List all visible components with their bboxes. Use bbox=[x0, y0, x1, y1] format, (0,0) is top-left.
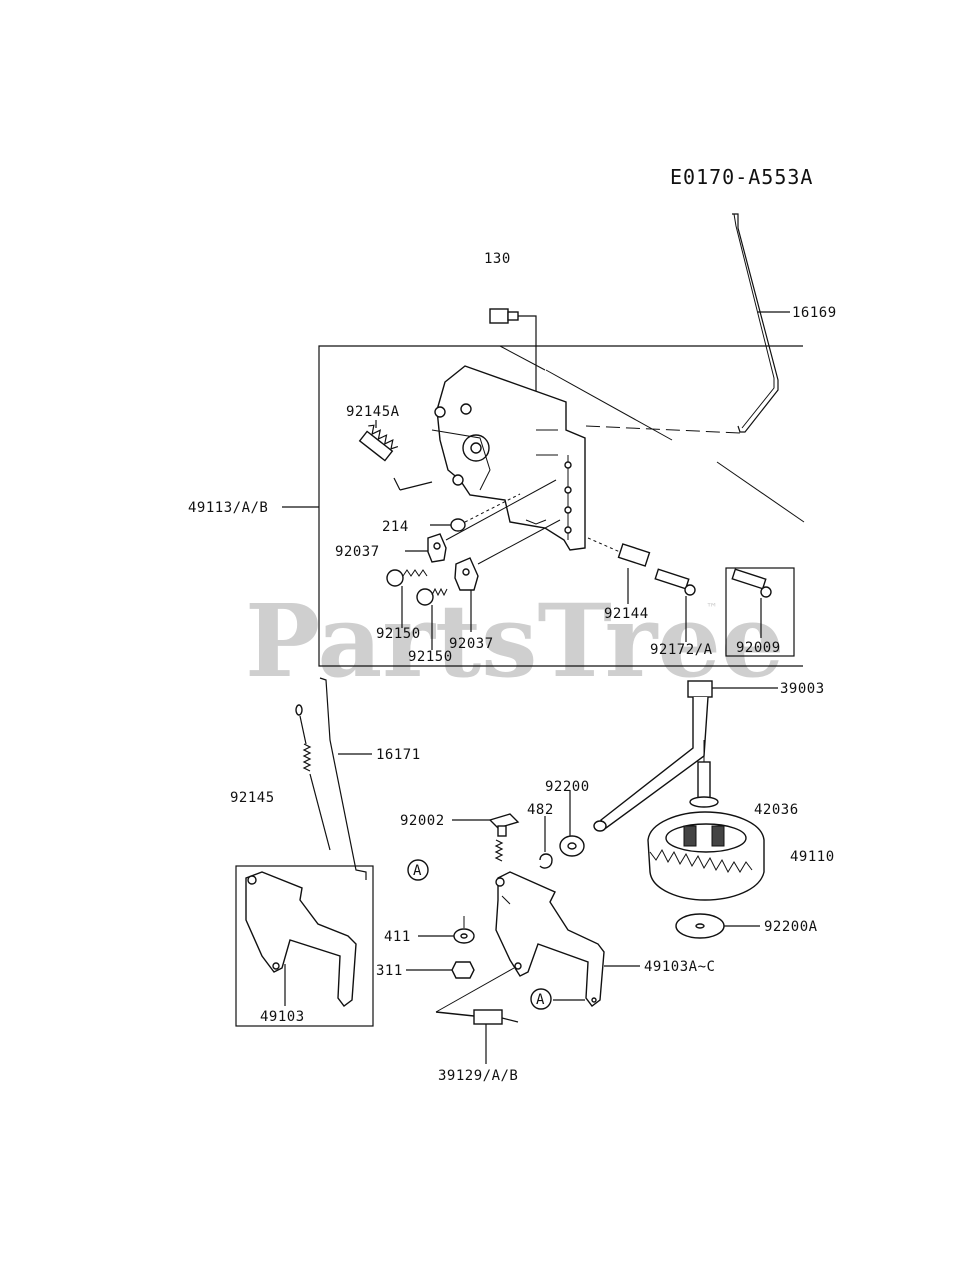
label-92037-lower: 92037 bbox=[449, 636, 494, 652]
callout-a-2: A bbox=[530, 988, 552, 1010]
spring-92145 bbox=[295, 704, 331, 851]
washer-92200A bbox=[675, 913, 760, 939]
label-92002: 92002 bbox=[400, 813, 445, 829]
callout-a-2-text: A bbox=[536, 992, 545, 1008]
callout-a-1-text: A bbox=[413, 863, 422, 879]
clamp-92037-upper bbox=[405, 479, 557, 563]
pin-214 bbox=[430, 493, 521, 532]
spring-92144 bbox=[587, 537, 651, 604]
label-92037-upper: 92037 bbox=[335, 544, 380, 560]
label-92200A: 92200A bbox=[764, 919, 818, 935]
label-214: 214 bbox=[382, 519, 409, 535]
label-49103: 49103 bbox=[260, 1009, 305, 1025]
label-92172A: 92172/A bbox=[650, 642, 713, 658]
clamp-92037-lower bbox=[454, 519, 561, 632]
washer-92200 bbox=[559, 790, 585, 857]
screw-92172A bbox=[654, 568, 696, 642]
label-92150-right: 92150 bbox=[408, 649, 453, 665]
label-92145: 92145 bbox=[230, 790, 275, 806]
nut-311 bbox=[406, 961, 475, 979]
label-49113: 49113/A/B bbox=[188, 500, 268, 516]
label-39129: 39129/A/B bbox=[438, 1068, 518, 1084]
gear-49110 bbox=[647, 811, 765, 901]
shaft-39003 bbox=[593, 680, 778, 832]
spring-39129 bbox=[435, 967, 519, 1064]
rod-16171 bbox=[319, 677, 372, 880]
diagram-code: E0170-A553A bbox=[670, 165, 813, 189]
clip-482 bbox=[539, 816, 553, 869]
governor-plate bbox=[431, 365, 586, 551]
label-16171: 16171 bbox=[376, 747, 421, 763]
label-16169: 16169 bbox=[792, 305, 837, 321]
label-92150-left: 92150 bbox=[376, 626, 421, 642]
label-482: 482 bbox=[527, 802, 554, 818]
box-92009 bbox=[725, 567, 795, 657]
bolt-92002 bbox=[452, 813, 520, 862]
pin-42036 bbox=[689, 740, 719, 808]
label-130: 130 bbox=[484, 251, 511, 267]
screw-92150-left bbox=[386, 569, 428, 628]
label-49103A-C: 49103A~C bbox=[644, 959, 715, 975]
bolt-130 bbox=[489, 308, 537, 520]
label-92145A: 92145A bbox=[346, 404, 400, 420]
label-411: 411 bbox=[384, 929, 411, 945]
label-311: 311 bbox=[376, 963, 403, 979]
label-42036: 42036 bbox=[754, 802, 799, 818]
label-92200: 92200 bbox=[545, 779, 590, 795]
screw-92150-right bbox=[416, 587, 448, 650]
arm-49103A-C bbox=[495, 871, 640, 1007]
rod-16169 bbox=[732, 213, 790, 433]
label-49110: 49110 bbox=[790, 849, 835, 865]
trademark: ™ bbox=[706, 601, 718, 615]
spring-92145A bbox=[358, 420, 433, 491]
label-92144: 92144 bbox=[604, 606, 649, 622]
label-39003: 39003 bbox=[780, 681, 825, 697]
callout-a-1: A bbox=[407, 859, 429, 881]
governor-bracket-frame bbox=[282, 345, 805, 667]
washer-411 bbox=[418, 916, 475, 944]
label-92009: 92009 bbox=[736, 640, 781, 656]
box-49103 bbox=[235, 865, 374, 1027]
